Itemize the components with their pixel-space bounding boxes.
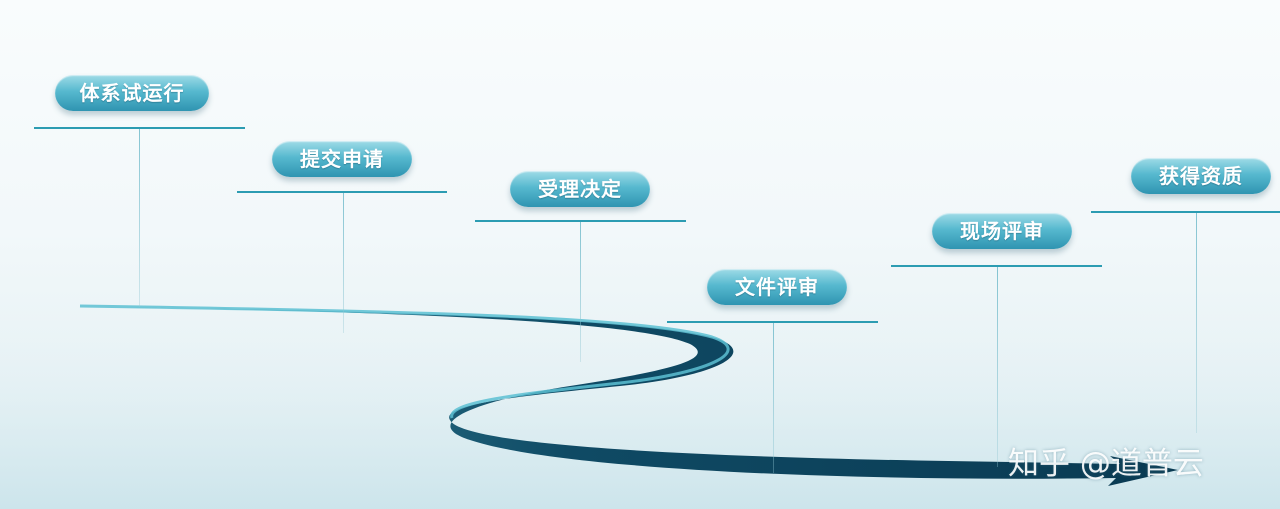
road-edge [79, 304, 730, 419]
step-4-stem [773, 323, 774, 473]
step-3-underline [475, 220, 686, 222]
step-4-label: 文件评审 [707, 269, 847, 305]
step-6-label: 获得资质 [1131, 158, 1271, 194]
road-shape [80, 306, 1178, 486]
step-3-stem [580, 222, 581, 362]
step-1-stem [139, 129, 140, 307]
step-2-underline [237, 191, 447, 193]
step-1-label: 体系试运行 [55, 75, 209, 111]
step-5-underline [891, 265, 1102, 267]
step-6-underline [1091, 211, 1280, 213]
step-5-stem [997, 267, 998, 467]
step-5-label: 现场评审 [932, 213, 1072, 249]
step-2-label: 提交申请 [272, 141, 412, 177]
step-3-label: 受理决定 [510, 171, 650, 207]
step-2-stem [343, 193, 344, 333]
step-6-stem [1196, 213, 1197, 433]
step-4-underline [667, 321, 878, 323]
step-1-underline [34, 127, 245, 129]
watermark: 知乎 @道普云 [1008, 446, 1204, 482]
